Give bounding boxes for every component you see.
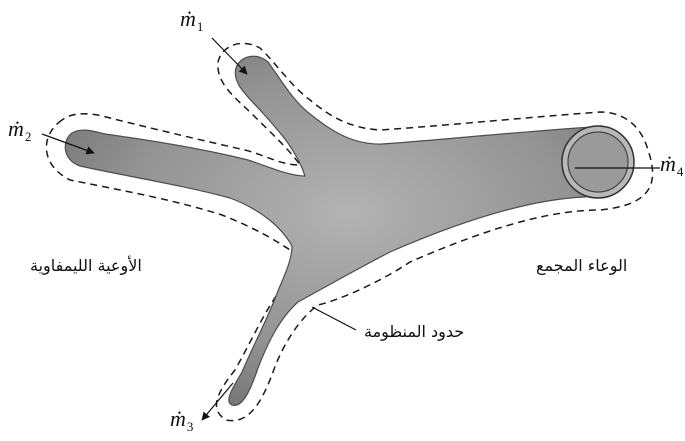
label-lymph-vessels: الأوعية الليمفاوية: [30, 258, 142, 274]
label-m1: ṁ1: [180, 8, 203, 33]
label-m3: ṁ3: [170, 408, 193, 433]
label-system-boundary: حدود المنظومة: [364, 324, 464, 340]
label-m4: ṁ4: [660, 153, 683, 178]
arrow-m3: [202, 383, 233, 420]
collecting-vessel-opening-inner: [568, 132, 628, 192]
vessel-body: [65, 56, 634, 405]
label-m2: ṁ2: [8, 118, 31, 143]
boundary-leader-line: [312, 307, 356, 330]
label-collecting-vessel: الوعاء المجمع: [536, 258, 627, 274]
vessel-branches: [65, 56, 632, 405]
